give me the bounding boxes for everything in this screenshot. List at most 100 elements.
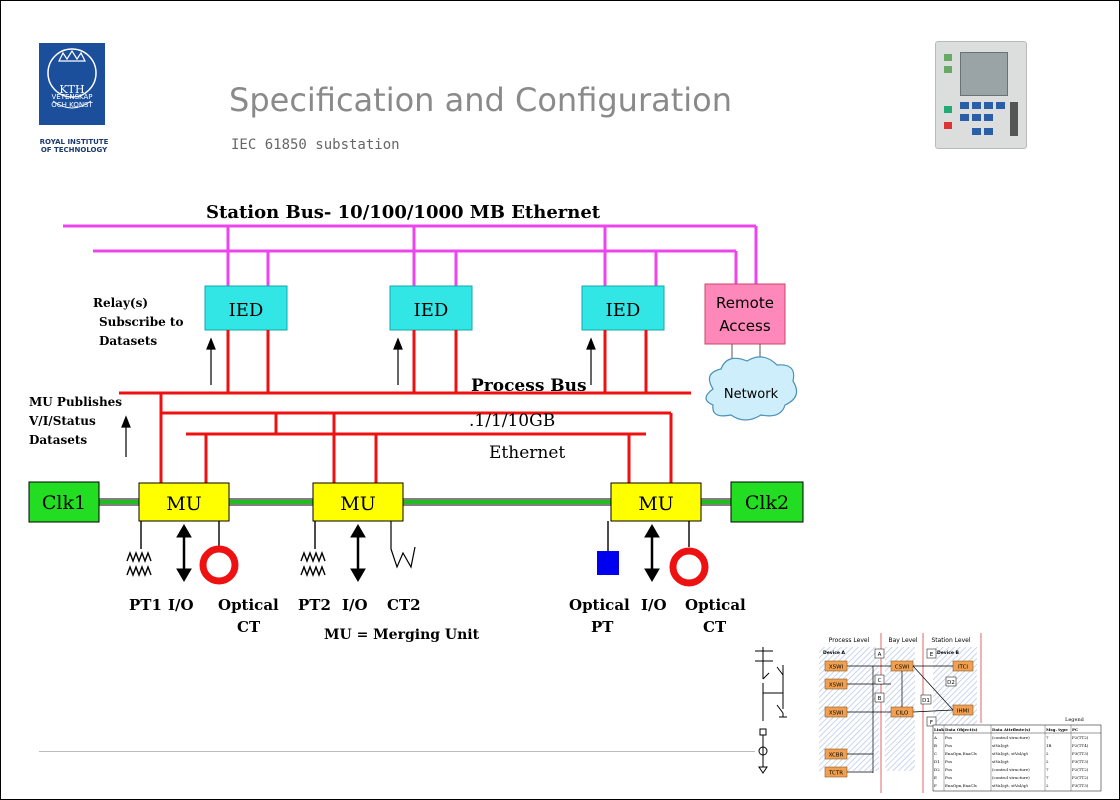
ied-label-2: IED <box>414 300 449 321</box>
svg-text:Pos: Pos <box>945 759 952 764</box>
node-xswi-2: XSWI <box>829 683 844 689</box>
led-icon <box>944 122 952 129</box>
optical-ct-2-label-2: CT <box>703 618 727 636</box>
arrow-up-icon <box>586 337 596 350</box>
pt1-transformer-icon <box>126 521 152 577</box>
network-label: Network <box>724 387 779 402</box>
th-data-object: Data Object(s) <box>945 727 978 732</box>
node-cilo: CILO <box>896 711 909 717</box>
io2-label: I/O <box>342 596 368 614</box>
optical-pt-label-2: PT <box>591 618 614 636</box>
node-xcbr: XCBR <box>829 753 844 759</box>
svg-text:(control structure): (control structure) <box>992 767 1030 772</box>
network-cloud-icon <box>705 356 798 421</box>
footer-divider <box>39 751 755 752</box>
optical-ct-1-icon <box>199 545 239 585</box>
led-icon <box>944 106 952 113</box>
link-f: F <box>930 720 933 726</box>
svg-text:7: 7 <box>1046 767 1049 772</box>
clk2-label: Clk2 <box>745 492 789 514</box>
clk1-box <box>28 481 100 523</box>
ied-box-3 <box>581 285 665 331</box>
key-icon <box>960 102 969 109</box>
device-a-label: Device A <box>823 650 846 656</box>
iec61850-mini-figure: Process Level Bay Level Station Level De… <box>755 633 1102 793</box>
svg-text:7: 7 <box>1046 775 1049 780</box>
device-b-label: Device B <box>937 650 960 656</box>
ied-screen <box>960 52 1008 96</box>
level-process: Process Level <box>829 637 870 644</box>
arrow-up-icon <box>206 337 216 350</box>
key-icon <box>984 128 993 135</box>
logo-kth-text: KTH <box>59 83 85 96</box>
relay-note-3: Datasets <box>99 334 157 348</box>
svg-text:P3(TT3): P3(TT3) <box>1072 783 1089 788</box>
ied-device-image <box>935 41 1027 149</box>
led-icon <box>944 66 952 73</box>
card-slot <box>1010 102 1018 136</box>
key-icon <box>996 102 1005 109</box>
svg-text:2: 2 <box>1046 751 1049 756</box>
optical-ct-1-label-2: CT <box>237 618 261 636</box>
node-xswi-3: XSWI <box>829 711 844 717</box>
svg-text:A: A <box>933 735 937 740</box>
mu-label-1: MU <box>166 493 201 515</box>
mu-note-3: Datasets <box>29 433 87 447</box>
optical-ct-2-icon <box>669 547 709 587</box>
remote-access-box <box>704 283 786 345</box>
io1-arrow-icon <box>176 524 192 582</box>
legend-table: Legend Link Data Object(s) Data Attribut… <box>932 717 1102 792</box>
svg-text:(control structure): (control structure) <box>992 775 1030 780</box>
pt1-label: PT1 <box>129 596 162 614</box>
svg-text:P2(TT2): P2(TT2) <box>1072 735 1089 740</box>
process-bus-ethernet: Ethernet <box>489 443 565 463</box>
svg-text:C: C <box>934 751 937 756</box>
svg-text:P2(TT2): P2(TT2) <box>1072 767 1089 772</box>
optical-pt-label-1: Optical <box>569 596 630 614</box>
process-bus <box>119 330 691 483</box>
svg-text:(control structure): (control structure) <box>992 735 1030 740</box>
link-a: A <box>878 652 882 658</box>
pt2-transformer-icon <box>300 521 326 577</box>
key-icon <box>984 114 993 121</box>
svg-text:EnaOpn,EnaCls: EnaOpn,EnaCls <box>945 751 977 756</box>
kth-logo: KTH VETENSKAP OCH KONST <box>39 43 105 125</box>
svg-text:B: B <box>934 743 937 748</box>
svg-text:stVal/q/t, stVal/q/t: stVal/q/t, stVal/q/t <box>992 783 1028 788</box>
level-bay: Bay Level <box>888 637 917 644</box>
link-d1: D1 <box>922 698 930 704</box>
svg-text:P2(TT2): P2(TT2) <box>1072 775 1089 780</box>
io3-arrow-icon <box>644 524 660 582</box>
mu-note-1: MU Publishes <box>29 395 122 409</box>
link-e: E <box>930 652 934 658</box>
ct2-icon <box>390 521 416 569</box>
svg-text:Pos: Pos <box>945 743 952 748</box>
svg-text:P3(TT3): P3(TT3) <box>1072 751 1089 756</box>
legend-title: Legend <box>1065 717 1085 723</box>
optical-pt-icon <box>597 551 619 575</box>
node-xswi-1: XSWI <box>829 665 844 671</box>
key-icon <box>984 102 993 109</box>
svg-text:P3(TT3): P3(TT3) <box>1072 759 1089 764</box>
svg-text:D2: D2 <box>934 767 940 772</box>
svg-text:stVal/q/t: stVal/q/t <box>992 743 1009 748</box>
process-bus-label: Process Bus <box>471 376 587 396</box>
ied-label-3: IED <box>606 300 641 321</box>
svg-text:2: 2 <box>1046 783 1049 788</box>
ied-box-1 <box>204 285 288 331</box>
th-msg-type: Msg. type <box>1046 727 1068 732</box>
link-b: B <box>878 696 882 702</box>
io2-arrow-icon <box>350 524 366 582</box>
key-icon <box>972 128 981 135</box>
th-data-attribute: Data Attribute(s) <box>992 727 1030 732</box>
key-icon <box>960 114 969 121</box>
page-title: Specification and Configuration <box>229 81 733 119</box>
switchgear-sketch-icon <box>755 647 787 774</box>
mu-box-3 <box>610 482 702 522</box>
node-tctr: TCTR <box>828 771 843 777</box>
th-link: Link <box>934 727 944 732</box>
io3-label: I/O <box>641 596 667 614</box>
